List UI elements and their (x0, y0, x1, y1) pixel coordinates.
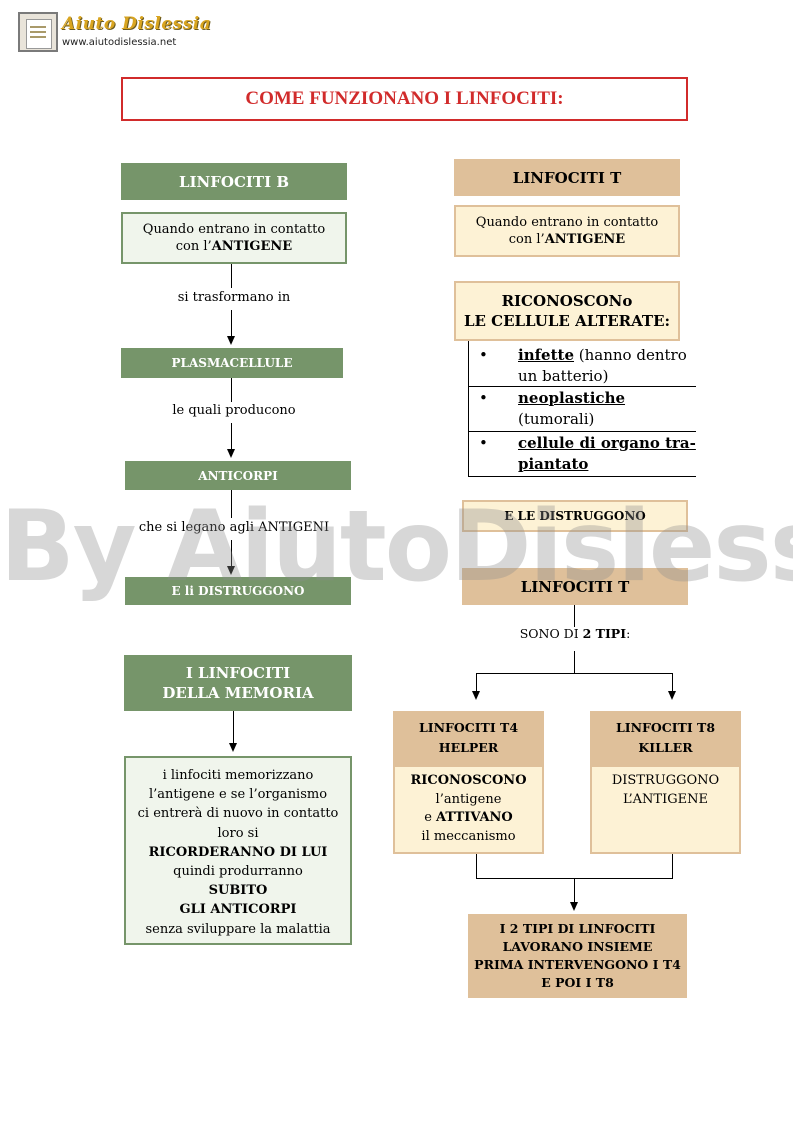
logo-title: Aiuto Dislessia (62, 14, 212, 34)
t4-line1: LINFOCITI T4 (418, 720, 519, 735)
insieme-box: I 2 TIPI DI LINFOCITI LAVORANO INSIEME P… (468, 914, 687, 998)
arrow-down-icon (227, 449, 235, 458)
b-contact-line2: con l’ANTIGENE (175, 239, 293, 254)
connector (574, 605, 575, 627)
connector (231, 310, 232, 336)
step-text: le quali producono (172, 403, 296, 418)
riconoscono-box: RICONOSCONo LE CELLULE ALTERATE: (454, 281, 680, 341)
memoria-text: l’antigene e se l’organismo (148, 787, 328, 803)
connector (672, 854, 673, 878)
linfociti-t2-header: LINFOCITI T (462, 568, 688, 605)
linfociti-t-header: LINFOCITI T (454, 159, 680, 196)
t-contact-box: Quando entrano in contatto con l’ANTIGEN… (454, 205, 680, 257)
arrow-down-icon (229, 743, 237, 752)
memoria-text: RICORDERANNO DI LUI (148, 844, 328, 860)
connector (574, 651, 575, 673)
plasmacellule-box: PLASMACELLULE (121, 348, 343, 378)
anticorpi-label: ANTICORPI (198, 468, 278, 483)
memoria-text: senza sviluppare la malattia (145, 921, 331, 937)
list-border (468, 476, 696, 477)
t4-header: LINFOCITI T4 HELPER (393, 711, 544, 765)
memoria-line2: DELLA MEMORIA (162, 684, 314, 702)
list-item: • neoplastiche(tumorali) (469, 388, 696, 432)
memoria-line1: I LINFOCITI (185, 664, 291, 682)
linfociti-b-header: LINFOCITI B (121, 163, 347, 200)
list-item: • cellule di organo tra-piantato (479, 434, 696, 473)
riconoscono-line2: LE CELLULE ALTERATE: (463, 312, 671, 330)
tipi-text: SONO DI 2 TIPI: (519, 626, 631, 641)
connector (476, 673, 673, 674)
connector (231, 423, 232, 449)
t8-line2: KILLER (638, 740, 693, 755)
distruggono-box: E li DISTRUGGONO (125, 577, 351, 605)
logo-icon (18, 12, 58, 52)
connector (476, 673, 477, 691)
t8-header: LINFOCITI T8 KILLER (590, 711, 741, 765)
connector (476, 854, 477, 878)
connector (233, 711, 234, 743)
t4-line2: HELPER (438, 740, 499, 755)
list-border (468, 341, 469, 476)
arrow-down-icon (668, 691, 676, 700)
arrow-down-icon (472, 691, 480, 700)
connector (574, 878, 575, 902)
arrow-down-icon (570, 902, 578, 911)
connector (231, 264, 232, 288)
riconoscono-line1: RICONOSCONo (501, 292, 633, 310)
t8-body: DISTRUGGONO L’ANTIGENE (590, 765, 741, 854)
memoria-text: GLI ANTICORPI (179, 902, 297, 918)
memoria-text: SUBITO (208, 883, 268, 899)
t-contact-line2: con l’ANTIGENE (508, 232, 626, 247)
t8-line1: LINFOCITI T8 (615, 720, 716, 735)
page-title: COME FUNZIONANO I LINFOCITI: (245, 88, 564, 109)
memoria-text: ci entrerà di nuovo in contatto (137, 806, 339, 822)
t-distruggono-box: E LE DISTRUGGONO (462, 500, 688, 532)
t-contact-line1: Quando entrano in contatto (475, 215, 659, 230)
linfociti-t-label: LINFOCITI T (512, 168, 622, 187)
t-distruggono-label: E LE DISTRUGGONO (504, 509, 646, 523)
step-text: che si legano agli ANTIGENI (138, 520, 330, 535)
b-contact-line1: Quando entrano in contatto (142, 222, 326, 237)
linfociti-b-label: LINFOCITI B (178, 172, 290, 191)
t4-body: RICONOSCONO l’antigene e ATTIVANO il mec… (393, 765, 544, 854)
anticorpi-box: ANTICORPI (125, 461, 351, 490)
connector (231, 490, 232, 518)
arrow-down-icon (227, 566, 235, 575)
plasmacellule-label: PLASMACELLULE (171, 356, 293, 370)
linfociti-t2-label: LINFOCITI T (520, 577, 630, 596)
connector (231, 378, 232, 402)
connector (231, 540, 232, 568)
memoria-text: loro si (217, 825, 259, 841)
arrow-down-icon (227, 336, 235, 345)
page-title-box: COME FUNZIONANO I LINFOCITI: (121, 77, 688, 121)
memoria-text: i linfociti memorizzano (162, 768, 314, 783)
memoria-header: I LINFOCITI DELLA MEMORIA (124, 655, 352, 711)
memoria-text: quindi produrranno (173, 864, 303, 880)
memoria-box: i linfociti memorizzano l’antigene e se … (124, 756, 352, 945)
connector (672, 673, 673, 691)
logo-url: www.aiutodislessia.net (62, 37, 177, 48)
b-contact-box: Quando entrano in contatto con l’ANTIGEN… (121, 212, 347, 264)
step-text: si trasformano in (177, 290, 291, 305)
distruggono-label: E li DISTRUGGONO (171, 584, 305, 598)
